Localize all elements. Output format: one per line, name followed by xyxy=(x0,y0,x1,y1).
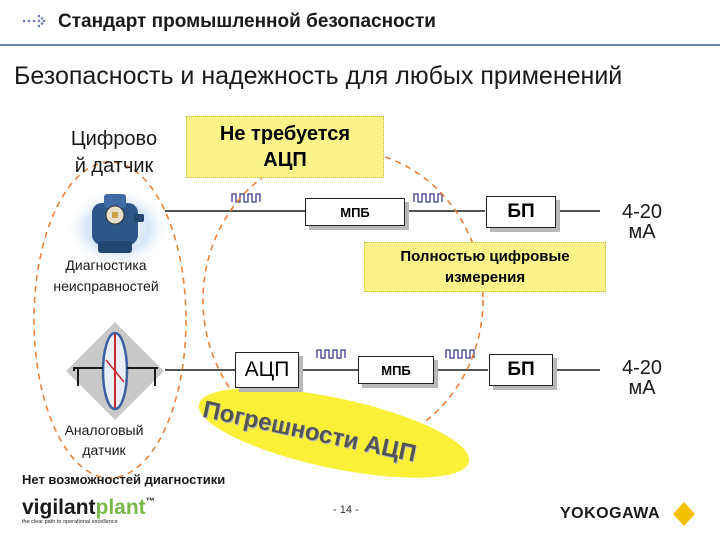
analog-output-unit: мА xyxy=(628,377,656,399)
analog-output-label: 4-20 мА xyxy=(604,358,680,398)
digital-mpb-box: МПБ xyxy=(305,198,405,226)
digital-transmitter-image xyxy=(66,188,170,268)
digital-mpb-label: МПБ xyxy=(340,204,370,220)
analog-sensor-image xyxy=(66,322,164,420)
header-divider xyxy=(0,44,720,46)
page-number: - 14 - xyxy=(333,504,359,516)
analog-bp-label: БП xyxy=(507,359,535,380)
no-diagnostics-note: Нет возможностей диагностики xyxy=(22,472,226,487)
analog-bp-box: БП xyxy=(489,354,553,386)
header-title: Стандарт промышленной безопасности xyxy=(58,11,436,32)
digital-sensor-label-line2: й датчик xyxy=(74,155,154,177)
digital-output-label: 4-20 мА xyxy=(604,202,680,242)
fully-digital-line2: измерения xyxy=(444,269,526,286)
digital-output-unit: мА xyxy=(628,221,656,243)
analog-adc-box: АЦП xyxy=(235,352,299,388)
analog-sensor-label: Аналоговый датчик xyxy=(48,420,160,460)
vigilantplant-logo-tm: ™ xyxy=(145,496,155,506)
no-adc-required-box: Не требуется АЦП xyxy=(186,116,384,178)
analog-sensor-line1: Аналоговый xyxy=(64,422,144,438)
no-adc-line2: АЦП xyxy=(263,149,307,171)
analog-output-value: 4-20 xyxy=(621,357,663,379)
yokogawa-diamond-icon xyxy=(673,502,695,526)
digital-bp-label: БП xyxy=(507,201,535,222)
analog-sensor-line2: датчик xyxy=(82,442,126,458)
slide-subtitle: Безопасность и надежность для любых прим… xyxy=(14,62,623,90)
square-wave-icon xyxy=(231,193,475,359)
adc-errors-highlight xyxy=(198,388,470,478)
no-adc-line1: Не требуется xyxy=(219,123,351,145)
analog-mpb-label: МПБ xyxy=(381,362,411,378)
vigilantplant-logo: vigilantplant™ xyxy=(22,496,155,520)
fault-diagnostics-line2: неисправностей xyxy=(53,278,159,294)
sensor-group-circle xyxy=(33,161,187,479)
analog-adc-label: АЦП xyxy=(244,358,290,381)
vigilantplant-logo-a: vigilant xyxy=(22,496,96,519)
vigilantplant-logo-b: plant xyxy=(95,496,146,519)
dotted-arrow-icon xyxy=(22,14,46,28)
analog-mpb-box: МПБ xyxy=(358,356,434,384)
fully-digital-line1: Полностью цифровые xyxy=(400,248,570,265)
digital-sensor-label: Цифрово й датчик xyxy=(58,126,170,180)
fault-diagnostics-line1: Диагностика xyxy=(65,257,147,273)
fault-diagnostics-label: Диагностика неисправностей xyxy=(40,255,172,297)
digital-bp-box: БП xyxy=(486,196,556,228)
digital-output-value: 4-20 xyxy=(621,201,663,223)
digital-sensor-label-line1: Цифрово xyxy=(70,128,158,150)
fully-digital-box: Полностью цифровые измерения xyxy=(364,242,606,292)
yokogawa-logo: YOKOGAWA xyxy=(560,505,661,522)
vigilantplant-tagline: the clear path to operational excellence xyxy=(22,519,118,525)
